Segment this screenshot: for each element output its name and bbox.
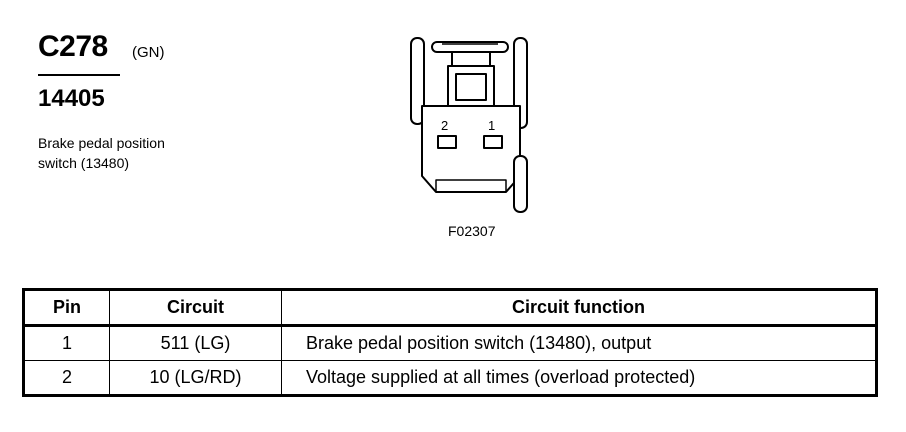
row-circuit: 511 (LG) bbox=[109, 325, 282, 361]
table-row: 2 10 (LG/RD) Voltage supplied at all tim… bbox=[23, 360, 877, 396]
pin-circuit-table: Pin Circuit Circuit function 1 511 (LG) … bbox=[22, 288, 878, 397]
row-circuit-function: Brake pedal position switch (13480), out… bbox=[281, 325, 877, 361]
figure-code: F02307 bbox=[448, 223, 496, 239]
row-pin: 1 bbox=[23, 325, 110, 361]
right-tab bbox=[513, 155, 528, 213]
left-lock-arm bbox=[410, 37, 425, 125]
connector-color-code: (GN) bbox=[132, 44, 165, 61]
connector-face-diagram: 2 1 bbox=[410, 37, 528, 213]
header-circuit-function: Circuit function bbox=[281, 289, 877, 327]
table-header-row: Pin Circuit Circuit function bbox=[23, 289, 877, 327]
row-circuit-function: Voltage supplied at all times (overload … bbox=[281, 360, 877, 396]
row-pin: 2 bbox=[23, 360, 110, 396]
component-description: Brake pedal position switch (13480) bbox=[38, 133, 238, 173]
row-circuit: 10 (LG/RD) bbox=[109, 360, 282, 396]
header-circuit: Circuit bbox=[109, 289, 282, 327]
pin-1-cavity bbox=[483, 135, 503, 149]
component-description-line-2: switch (13480) bbox=[38, 155, 130, 171]
pin-label-2: 2 bbox=[441, 118, 448, 133]
component-description-line-1: Brake pedal position bbox=[38, 135, 165, 151]
header-pin: Pin bbox=[23, 289, 110, 327]
pin-2-cavity bbox=[437, 135, 457, 149]
connector-housing bbox=[421, 105, 521, 193]
table-row: 1 511 (LG) Brake pedal position switch (… bbox=[23, 325, 877, 361]
pin-label-1: 1 bbox=[488, 118, 495, 133]
part-number: 14405 bbox=[38, 85, 105, 112]
title-underline bbox=[38, 74, 120, 76]
connector-id: C278 bbox=[38, 30, 108, 63]
